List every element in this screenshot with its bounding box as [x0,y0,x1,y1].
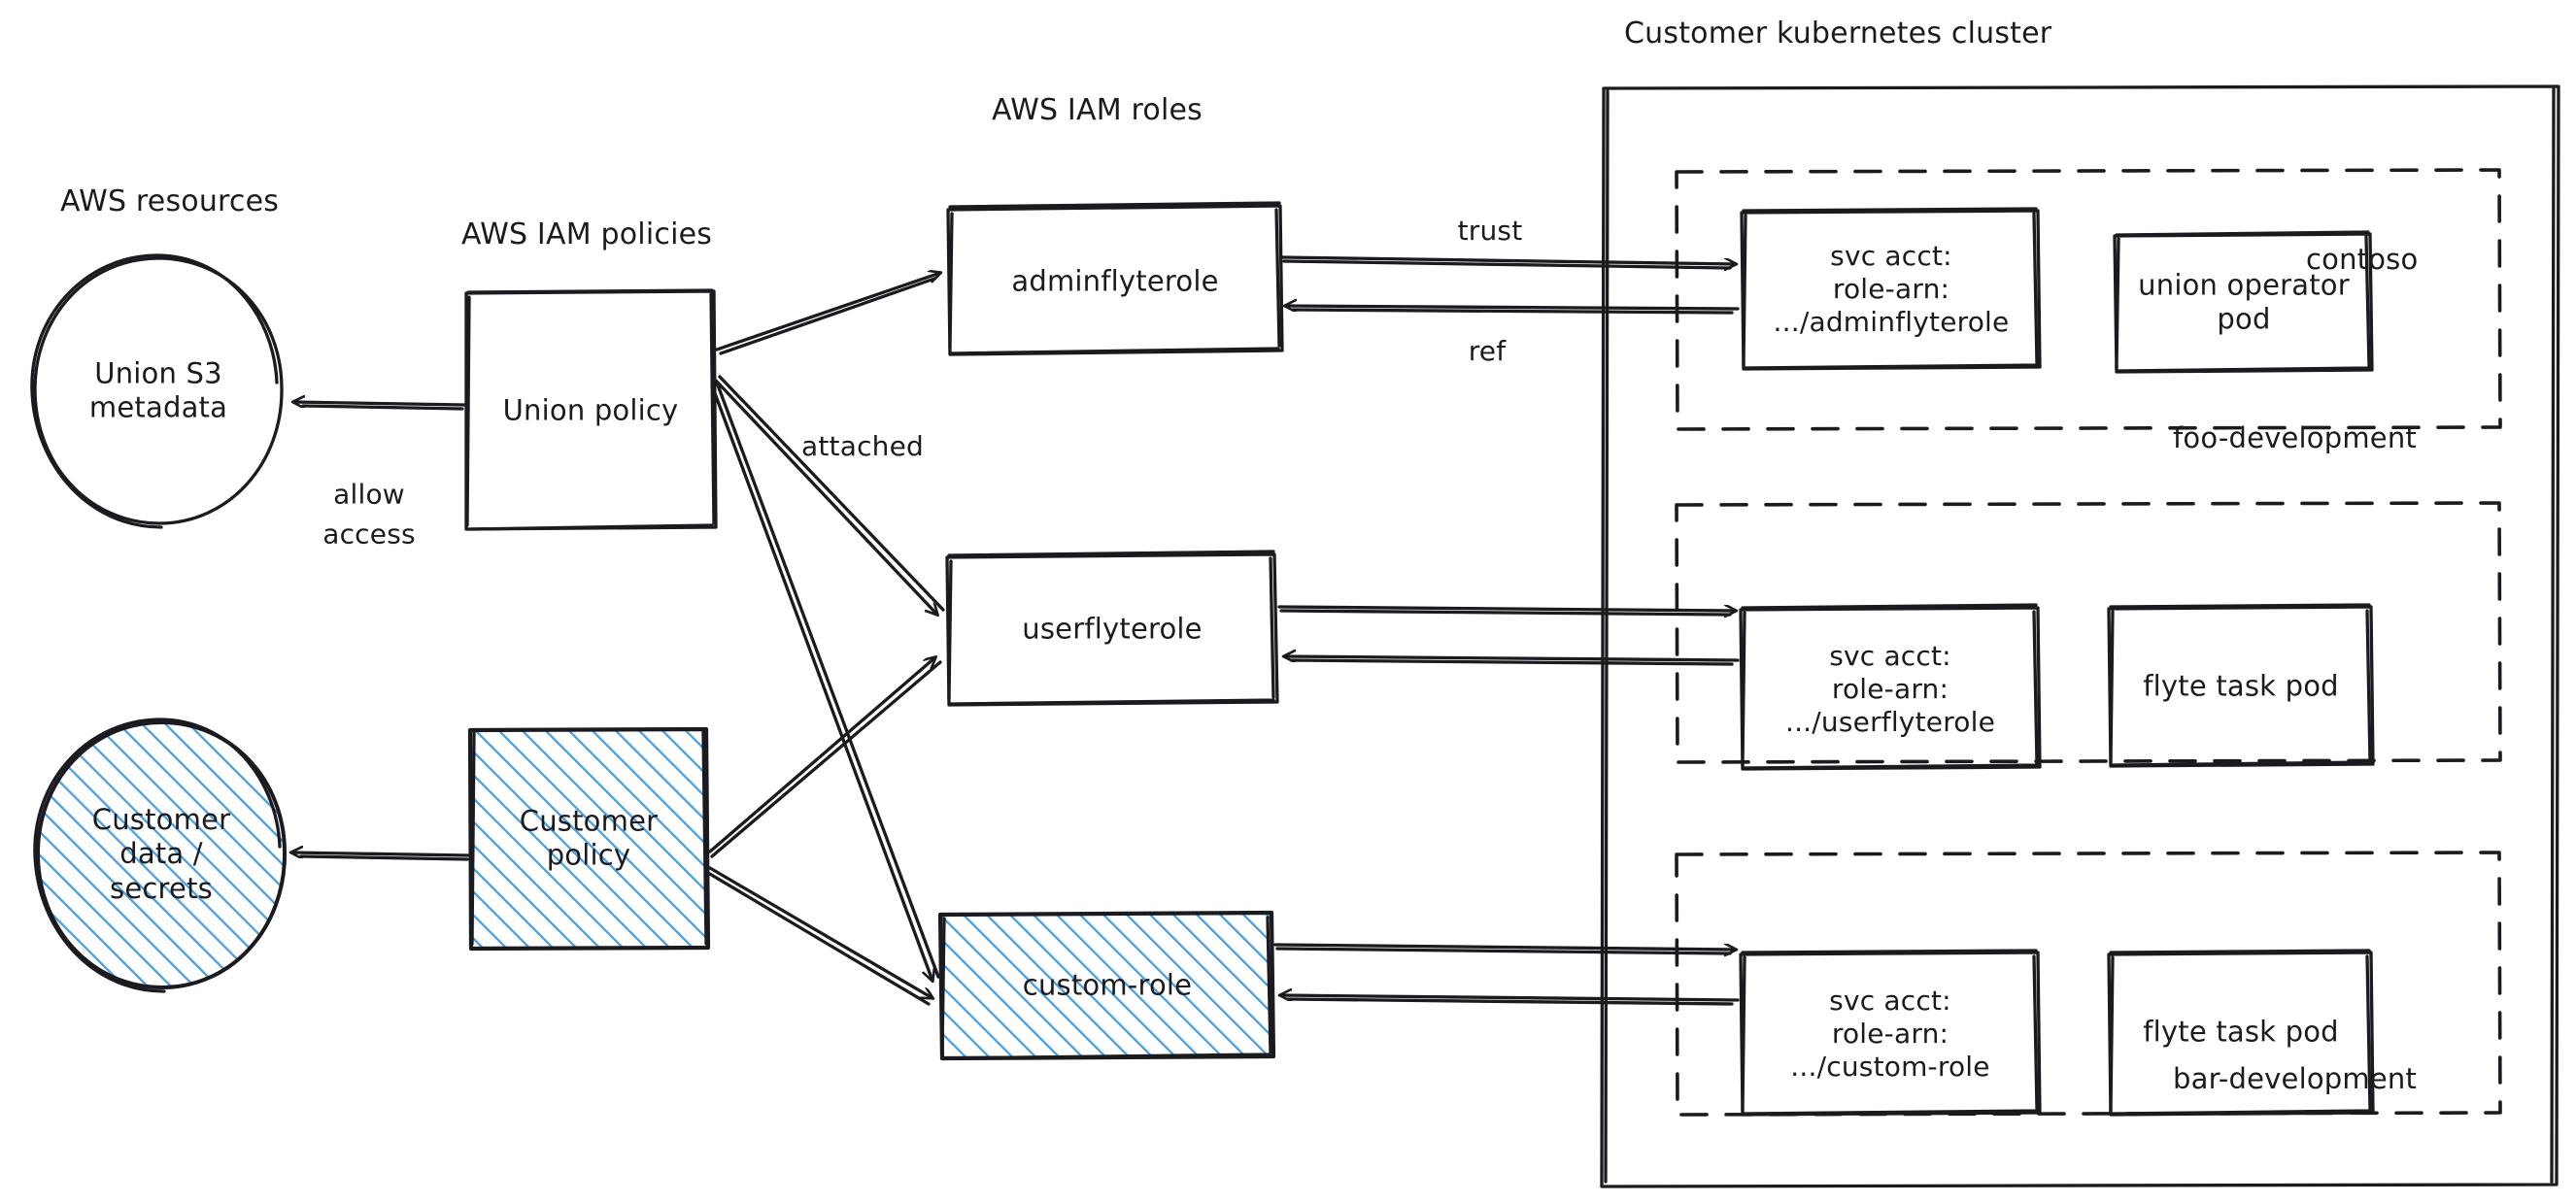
userflyterole-shape [945,550,1279,707]
edge-custom-role-ref [1280,995,1740,1006]
contoso-namespace-box [1675,168,2502,431]
edge-userflyterole-ref [1284,656,1740,666]
edge-customer-policy-to-custom-role [706,866,932,1006]
edge-union-policy-to-userflyterole [714,375,945,615]
flyte-task-pod-bar-shape [2107,949,2375,1117]
svc-acct-custom-role-shape [1739,949,2042,1117]
foo-development-namespace-box [1675,501,2502,764]
svc-acct-adminflyterole-shape [1740,207,2042,371]
edge-customer-policy-to-userflyterole [708,657,942,858]
edge-userflyterole-trust [1277,607,1736,615]
edge-union-policy-to-custom-role [710,381,940,981]
bar-development-namespace-box [1675,851,2502,1117]
edge-union-policy-to-adminflyterole [715,273,940,355]
edge-custom-role-trust [1273,943,1736,953]
union-policy-shape [464,288,718,531]
customer-policy-shape [467,726,711,952]
edge-adminflyterole-ref [1285,306,1740,315]
edge-customer-policy-to-customer-data [291,852,470,861]
flyte-task-pod-foo-shape [2107,603,2375,768]
custom-role-shape [937,910,1276,1061]
adminflyterole-shape [946,201,1284,356]
union-s3-metadata-shape [30,253,284,529]
union-operator-pod-shape [2113,230,2374,374]
edge-union-policy-to-union-s3 [293,402,466,411]
customer-data-secrets-shape [33,718,288,993]
edge-adminflyterole-trust [1280,255,1736,268]
svc-acct-userflyterole-shape [1739,603,2042,771]
